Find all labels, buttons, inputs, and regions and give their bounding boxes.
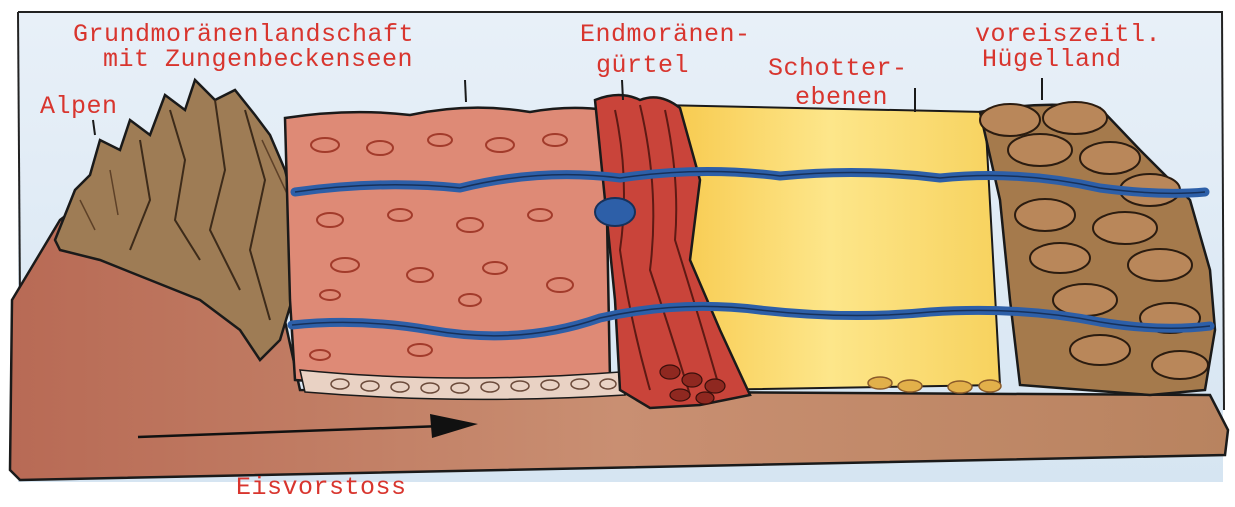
label-huegelland-line2: Hügelland — [982, 47, 1122, 73]
label-endmoraene-line2: gürtel — [596, 53, 689, 79]
label-grundmoraene-line2: mit Zungenbeckenseen — [103, 47, 413, 73]
zungenbeckensee-lake — [595, 198, 635, 226]
pointer-grundmoraene — [465, 80, 466, 102]
label-schotter-line1: Schotter- — [768, 56, 908, 82]
label-endmoraene-line1: Endmoränen- — [580, 22, 751, 48]
label-eisvorstoss: Eisvorstoss — [236, 475, 407, 501]
label-alpen: Alpen — [40, 94, 118, 120]
pointer-endmoraene — [622, 80, 623, 100]
label-schotter-line2: ebenen — [795, 85, 888, 111]
